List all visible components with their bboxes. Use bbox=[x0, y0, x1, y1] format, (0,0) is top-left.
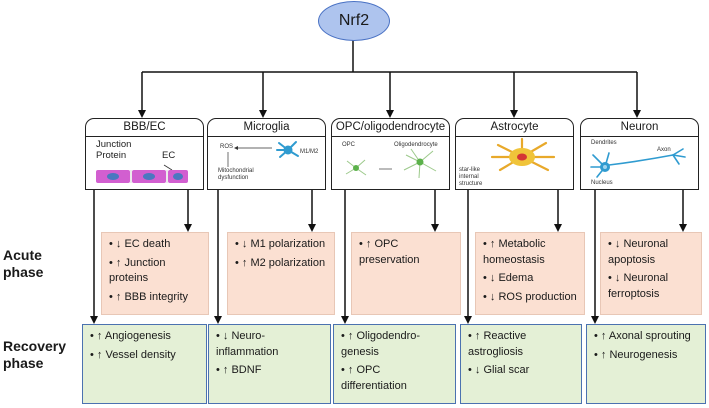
card-illustration: ROS M1/M2 Mitochondrial dysfunction bbox=[208, 137, 325, 189]
illus-label: Nucleus bbox=[591, 180, 613, 186]
recovery-phase-label: Recovery phase bbox=[3, 338, 66, 372]
illus-label: star-like bbox=[459, 167, 481, 173]
illus-label: Axon bbox=[657, 147, 671, 153]
card-illustration: star-like internal structure bbox=[456, 137, 573, 189]
illus-label: OPC bbox=[342, 142, 356, 148]
effect-item: • ↑ M2 polarization bbox=[235, 256, 326, 269]
illus-label: internal bbox=[459, 174, 479, 180]
nrf2-label: Nrf2 bbox=[338, 12, 370, 29]
recovery-box-microglia: • ↓ Neuro-inflammation • ↑ BDNF bbox=[208, 324, 331, 404]
illus-label: Oligodendrocyte bbox=[394, 142, 438, 148]
microglia-cell-icon bbox=[227, 141, 299, 167]
effect-item: • ↑ BDNF bbox=[216, 364, 262, 376]
phase-label-line: Recovery bbox=[3, 338, 67, 354]
effect-item: • ↑ OPC preservation bbox=[359, 238, 420, 266]
effect-item: • ↓ Edema bbox=[483, 272, 534, 284]
phase-label-line: Acute bbox=[3, 247, 42, 263]
effect-item: • ↑ Axonal sprouting bbox=[594, 330, 691, 342]
nrf2-node: Nrf2 bbox=[318, 1, 390, 41]
card-title: Astrocyte bbox=[456, 119, 573, 137]
illus-label: structure bbox=[459, 181, 483, 187]
illus-label: Junction bbox=[96, 139, 132, 150]
phase-label-line: phase bbox=[3, 355, 44, 371]
effect-item: • ↓ Neuronal ferroptosis bbox=[608, 272, 669, 300]
effect-item: • ↓ M1 polarization bbox=[235, 238, 326, 250]
card-astrocyte: Astrocyte star-like internal structure bbox=[455, 118, 574, 190]
acute-box-astrocyte: • ↑ Metabolic homeostasis • ↓ Edema • ↓ … bbox=[475, 232, 585, 315]
effect-item: • ↑ Junction proteins bbox=[109, 256, 166, 285]
effect-item: • ↑ Oligodendro-genesis bbox=[341, 330, 421, 358]
neuron-cell-icon bbox=[590, 148, 686, 178]
card-title: BBB/EC bbox=[86, 119, 203, 137]
effect-item: • ↑ BBB integrity bbox=[109, 290, 189, 303]
endothelial-cells-icon bbox=[96, 164, 188, 183]
effect-item: • ↑ Neurogenesis bbox=[594, 348, 678, 361]
card-illustration: OPC Oligodendrocyte bbox=[332, 137, 449, 189]
card-title: Neuron bbox=[581, 119, 698, 137]
recovery-box-opc: • ↑ Oligodendro-genesis • ↑ OPC differen… bbox=[333, 324, 456, 404]
recovery-box-neuron: • ↑ Axonal sprouting • ↑ Neurogenesis bbox=[586, 324, 706, 404]
effect-item: • ↓ EC death bbox=[109, 238, 171, 250]
card-illustration: Dendrites Axon Nucleus bbox=[581, 137, 698, 189]
acute-phase-label: Acute phase bbox=[3, 247, 43, 281]
illus-label: Dendrites bbox=[591, 140, 617, 146]
effect-item: • ↑ Angiogenesis bbox=[90, 330, 171, 342]
card-neuron: Neuron Dendrites Axon Nucleus bbox=[580, 118, 699, 190]
effect-item: • ↓ Neuro-inflammation bbox=[216, 330, 279, 358]
effect-item: • ↑ Reactive astrogliosis bbox=[468, 330, 527, 358]
illus-label: Protein bbox=[96, 150, 127, 161]
effect-item: • ↓ ROS production bbox=[483, 290, 577, 303]
acute-box-bbb-ec: • ↓ EC death • ↑ Junction proteins • ↑ B… bbox=[101, 232, 209, 315]
astrocyte-cell-icon bbox=[490, 137, 556, 172]
card-title: OPC/oligodendrocyte bbox=[332, 119, 449, 137]
illus-label: dysfunction bbox=[218, 175, 249, 181]
illus-label: EC bbox=[162, 150, 176, 161]
effect-item: • ↑ Vessel density bbox=[90, 348, 176, 361]
illus-label: M1/M2 bbox=[300, 149, 319, 155]
effect-item: • ↑ Metabolic homeostasis bbox=[483, 238, 546, 266]
acute-box-opc: • ↑ OPC preservation bbox=[351, 232, 461, 315]
opc-cell-icon bbox=[345, 148, 437, 179]
card-opc-oligodendrocyte: OPC/oligodendrocyte OPC Oligodendrocyte bbox=[331, 118, 450, 190]
card-title: Microglia bbox=[208, 119, 325, 137]
card-illustration: Junction Protein EC bbox=[86, 137, 203, 189]
effect-item: • ↑ OPC differentiation bbox=[341, 364, 407, 392]
acute-box-microglia: • ↓ M1 polarization • ↑ M2 polarization bbox=[227, 232, 335, 315]
acute-box-neuron: • ↓ Neuronal apoptosis • ↓ Neuronal ferr… bbox=[600, 232, 702, 315]
recovery-box-astrocyte: • ↑ Reactive astrogliosis • ↓ Glial scar bbox=[460, 324, 582, 404]
illus-label: Mitochondrial bbox=[218, 168, 254, 174]
phase-label-line: phase bbox=[3, 264, 44, 280]
card-bbb-ec: BBB/EC Junction Protein EC bbox=[85, 118, 204, 190]
recovery-box-bbb-ec: • ↑ Angiogenesis • ↑ Vessel density bbox=[82, 324, 207, 404]
effect-item: • ↓ Glial scar bbox=[468, 364, 530, 376]
effect-item: • ↓ Neuronal apoptosis bbox=[608, 238, 669, 266]
card-microglia: Microglia ROS M1/M2 Mitochondrial dysfun… bbox=[207, 118, 326, 190]
illus-label: ROS bbox=[220, 144, 234, 150]
